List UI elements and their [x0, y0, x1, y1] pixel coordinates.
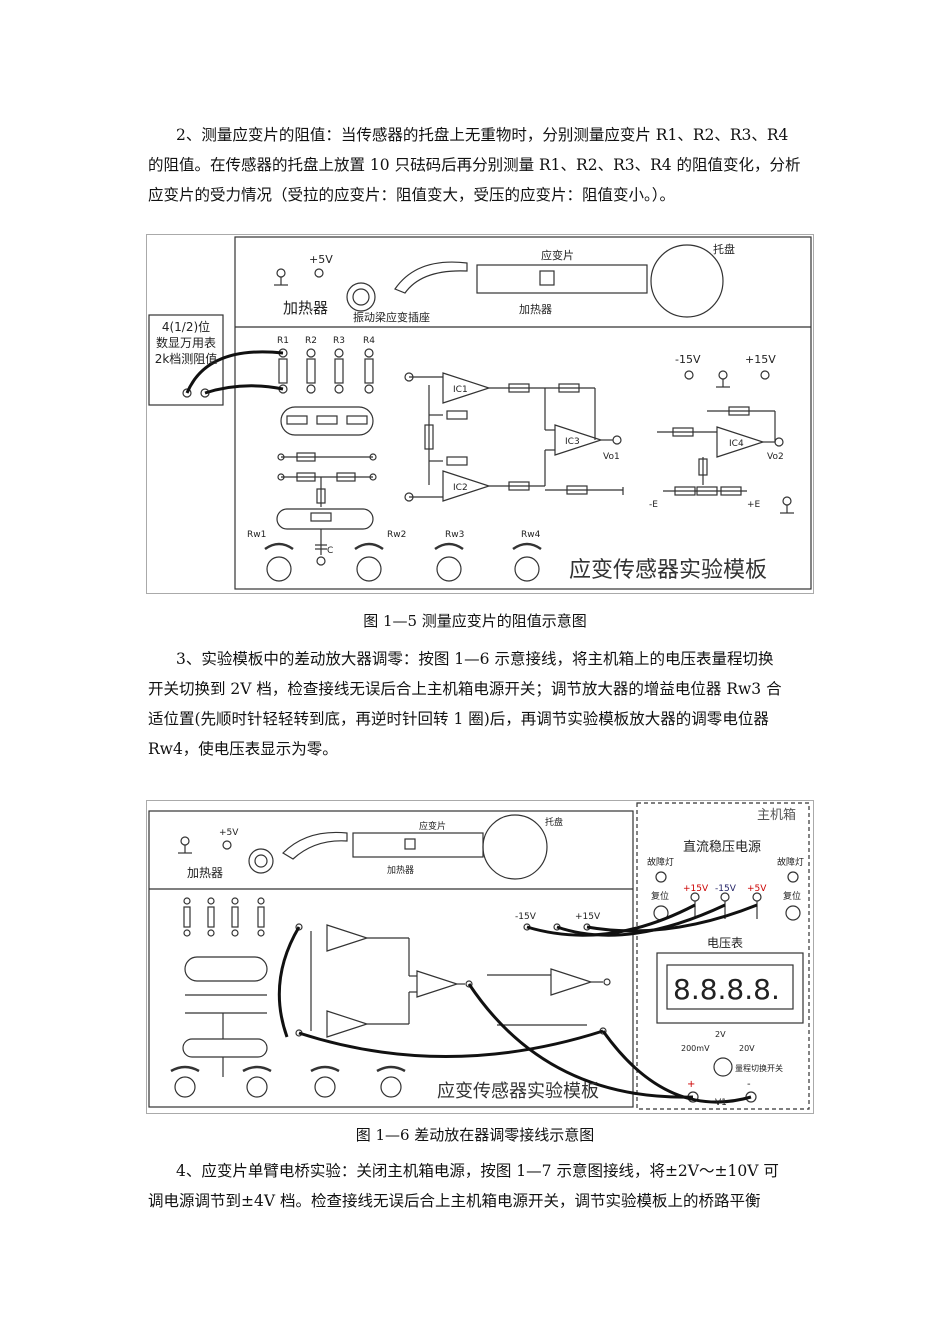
rw4-label: Rw4: [521, 530, 541, 540]
strain-gauge-label: 应变片: [541, 248, 574, 262]
figure-1-6: 主机箱 直流稳压电源 故障灯 故障灯 复位 复位 +15V -15V +5V 电…: [146, 800, 814, 1114]
range-switch-label: 量程切换开关: [735, 1063, 783, 1073]
rw3-label: Rw3: [445, 530, 464, 540]
para-2-line-1: 2、测量应变片的阻值：当传感器的托盘上无重物时，分别测量应变片 R1、R2、R3…: [176, 126, 789, 144]
meter-line-2: 数显万用表: [156, 335, 216, 350]
vo1-label: Vo1: [603, 452, 620, 462]
meter-line-3: 2k档测阻值: [155, 351, 218, 366]
meter-line-1: 4(1/2)位: [162, 319, 210, 334]
plus5v-label: +5V: [309, 253, 333, 266]
ic4-label: IC4: [729, 439, 744, 449]
r2-label: R2: [305, 336, 317, 346]
minus-label: -: [747, 1079, 751, 1090]
plus15v-label: +15V: [745, 353, 776, 366]
minus15v-label: -15V: [675, 353, 701, 366]
para-2: 2、测量应变片的阻值：当传感器的托盘上无重物时，分别测量应变片 R1、R2、R3…: [148, 120, 808, 210]
figure-1-6-diagram: 主机箱 直流稳压电源 故障灯 故障灯 复位 复位 +15V -15V +5V 电…: [148, 802, 810, 1110]
fig6-strain-gauge-label: 应变片: [419, 820, 446, 832]
reset-left: 复位: [651, 890, 669, 902]
vo2-label: Vo2: [767, 452, 784, 462]
figure-1-5-caption: 图 1—5 测量应变片的阻值示意图: [363, 612, 587, 630]
voltmeter-display: 8.8.8.8.: [673, 973, 780, 1006]
range-2v: 2V: [715, 1030, 726, 1039]
range-20v: 20V: [739, 1044, 755, 1053]
plus-label: +: [687, 1079, 695, 1090]
fig6-heater-label: 加热器: [187, 866, 223, 880]
para-3-line-1: 3、实验模板中的差动放大器调零：按图 1—6 示意接线，将主机箱上的电压表量程切…: [176, 650, 774, 668]
para-3-line-4: Rw4，使电压表显示为零。: [148, 740, 338, 758]
plus-e-label: +E: [747, 500, 761, 510]
tray-label: 托盘: [713, 242, 735, 256]
c-label: C: [327, 546, 333, 556]
figure-1-5-diagram: 4(1/2)位 数显万用表 2k档测阻值 +5V 加热器 振动梁应变插座 应变片…: [148, 236, 812, 590]
reset-right: 复位: [783, 890, 801, 902]
fig6-minus15v-label: -15V: [515, 912, 537, 922]
fig6-tray-label: 托盘: [545, 816, 563, 828]
para-3: 3、实验模板中的差动放大器调零：按图 1—6 示意接线，将主机箱上的电压表量程切…: [148, 644, 808, 764]
fig6-plus5v-label: +5V: [219, 828, 239, 838]
p15-label: +15V: [683, 884, 709, 894]
board-title: 应变传感器实验模板: [569, 558, 767, 583]
rw2-label: Rw2: [387, 530, 406, 540]
r4-label: R4: [363, 336, 375, 346]
v1-label: V1: [715, 1098, 727, 1108]
para-4: 4、应变片单臂电桥实验：关闭主机箱电源，按图 1—7 示意图接线，将±2V～±1…: [148, 1156, 808, 1216]
dc-supply-label: 直流稳压电源: [683, 839, 761, 855]
fig6-board-title: 应变传感器实验模板: [437, 1081, 599, 1102]
para-3-line-2: 开关切换到 2V 档，检查接线无误后合上主机箱电源开关；调节放大器的增益电位器 …: [148, 680, 782, 698]
m15-label: -15V: [715, 884, 737, 894]
para-3-line-3: 适位置(先顺时针轻轻转到底，再逆时针回转 1 圈)后，再调节实验模板放大器的调零…: [148, 710, 769, 728]
vib-seat-label: 振动梁应变插座: [353, 310, 430, 324]
ic3-label: IC3: [565, 437, 580, 447]
figure-1-6-caption: 图 1—6 差动放在器调零接线示意图: [355, 1126, 595, 1144]
voltmeter-label: 电压表: [707, 936, 743, 950]
para-2-line-2: 的阻值。在传感器的托盘上放置 10 只砝码后再分别测量 R1、R2、R3、R4 …: [148, 156, 801, 174]
fig6-heater2-label: 加热器: [387, 864, 414, 876]
rw1-label: Rw1: [247, 530, 266, 540]
para-4-line-2: 调电源调节到±4V 档。检查接线无误后合上主机箱电源开关，调节实验模板上的桥路平…: [148, 1192, 761, 1210]
r1-label: R1: [277, 336, 289, 346]
p5-label: +5V: [747, 884, 767, 894]
range-200mv: 200mV: [681, 1044, 710, 1053]
para-4-line-1: 4、应变片单臂电桥实验：关闭主机箱电源，按图 1—7 示意图接线，将±2V～±1…: [176, 1162, 779, 1180]
ic2-label: IC2: [453, 483, 468, 493]
mainbox-label: 主机箱: [757, 807, 796, 823]
para-2-line-3: 应变片的受力情况（受拉的应变片：阻值变大，受压的应变片：阻值变小。）。: [148, 186, 676, 204]
fault-lamp-right: 故障灯: [777, 856, 804, 868]
ic1-label: IC1: [453, 385, 468, 395]
heater2-label: 加热器: [519, 303, 552, 316]
heater-label: 加热器: [283, 299, 328, 317]
figure-1-5: 4(1/2)位 数显万用表 2k档测阻值 +5V 加热器 振动梁应变插座 应变片…: [146, 234, 814, 594]
minus-e-label: -E: [649, 500, 658, 510]
fig6-plus15v-label: +15V: [575, 912, 601, 922]
fault-lamp-left: 故障灯: [647, 856, 674, 868]
r3-label: R3: [333, 336, 345, 346]
